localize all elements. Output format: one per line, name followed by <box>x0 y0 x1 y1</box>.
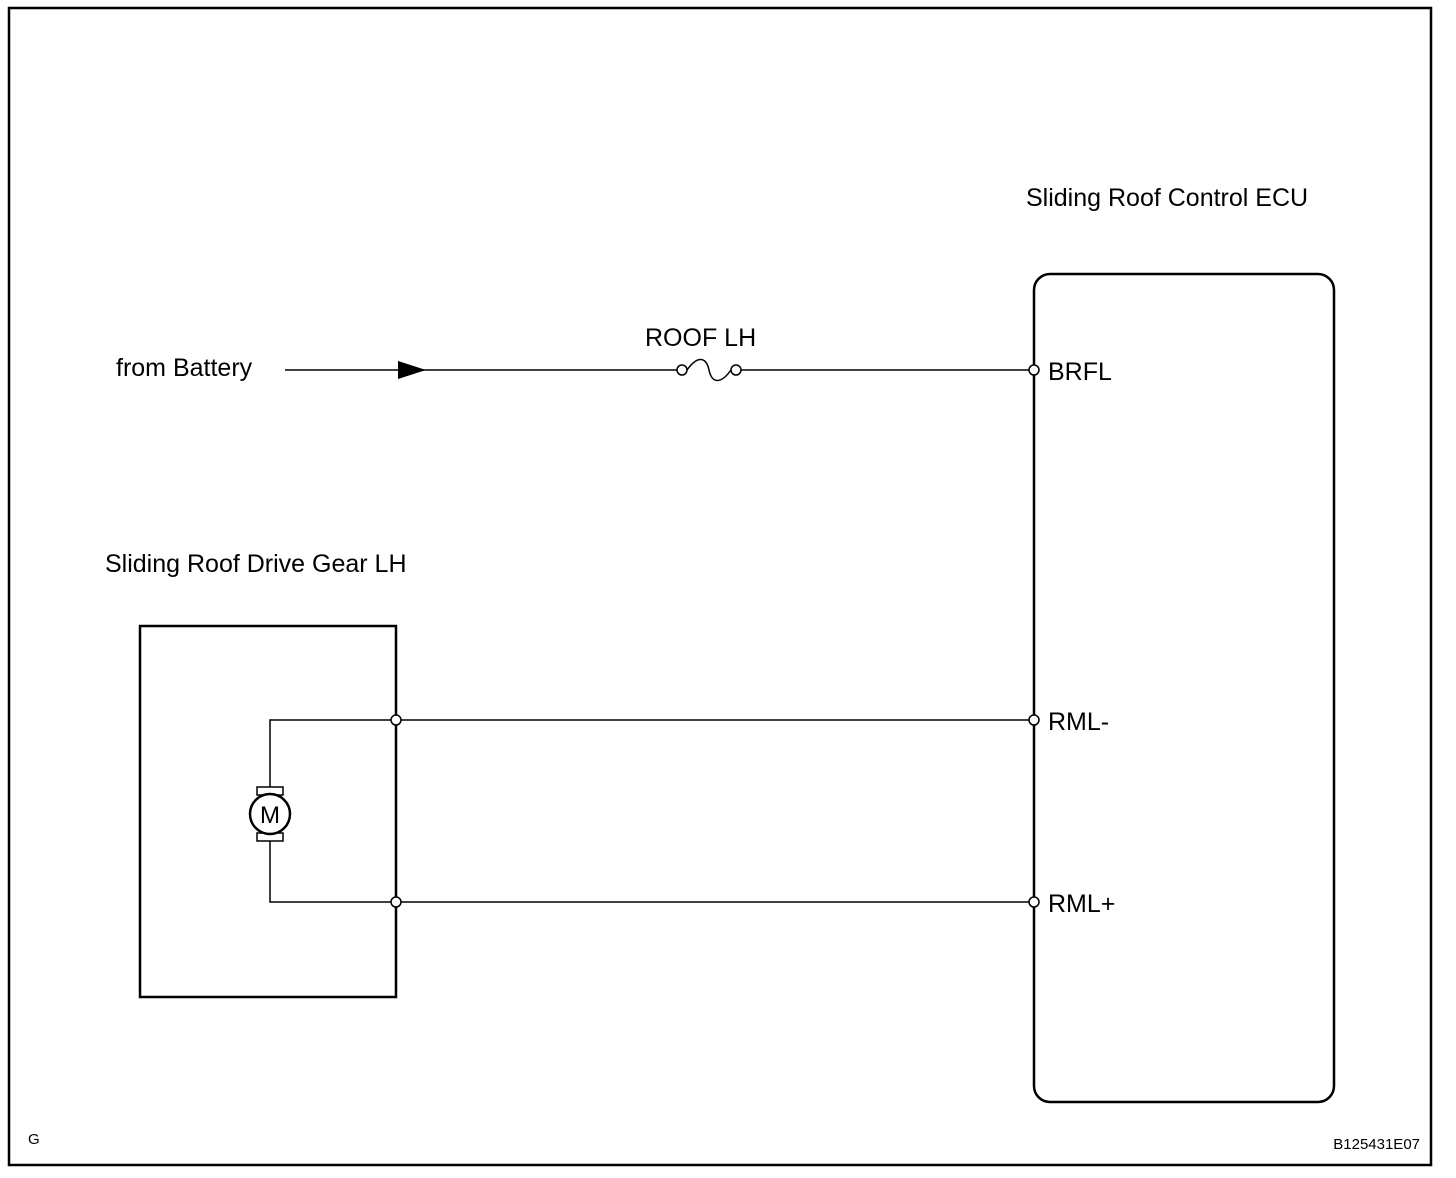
drive-gear-terminal-bottom <box>390 896 402 908</box>
drive-gear-title: Sliding Roof Drive Gear LH <box>105 550 407 578</box>
corner-code: G <box>28 1131 40 1148</box>
figure-id: B125431E07 <box>1333 1136 1420 1153</box>
fuse-icon <box>676 358 742 382</box>
rml-minus-terminal <box>1028 714 1040 726</box>
pin-brfl: BRFL <box>1048 358 1112 386</box>
motor-wire-top <box>269 719 391 787</box>
motor-letter: M <box>260 802 280 829</box>
fuse-label: ROOF LH <box>645 324 756 352</box>
pin-rml-plus: RML+ <box>1048 890 1115 918</box>
brfl-terminal <box>1028 364 1040 376</box>
ecu-box <box>1032 272 1336 1104</box>
drive-gear-box <box>138 624 398 999</box>
arrow-icon <box>398 361 426 379</box>
motor-icon: M <box>248 786 292 842</box>
ecu-title: Sliding Roof Control ECU <box>1026 184 1308 212</box>
battery-source-label: from Battery <box>116 354 253 382</box>
pin-rml-minus: RML- <box>1048 708 1109 736</box>
diagram-frame <box>7 6 1433 1167</box>
rml-plus-terminal <box>1028 896 1040 908</box>
motor-wire-bottom <box>269 841 391 903</box>
drive-gear-terminal-top <box>390 714 402 726</box>
